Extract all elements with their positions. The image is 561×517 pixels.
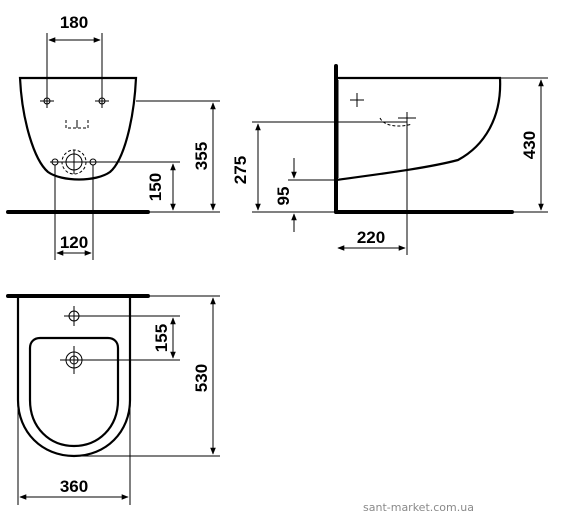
front-view: 180 355 150 120	[6, 13, 220, 260]
dim-360-label: 360	[60, 477, 88, 496]
side-bowl-outline	[335, 76, 502, 182]
front-bolt-right	[95, 94, 109, 108]
side-bolt	[350, 93, 364, 107]
top-drain	[60, 346, 88, 374]
top-tap-hole	[64, 306, 84, 326]
top-view: 155 530 360	[6, 294, 220, 505]
dim-155-label: 155	[152, 324, 171, 352]
dim-355-label: 355	[192, 142, 211, 170]
watermark-text: sant-market.com.ua	[363, 501, 474, 514]
dim-530-label: 530	[192, 364, 211, 392]
top-basin-outline	[28, 336, 120, 448]
dim-275-label: 275	[231, 156, 250, 184]
dim-95-label: 95	[274, 187, 293, 206]
front-bolt-left	[40, 94, 54, 108]
dim-180-label: 180	[60, 13, 88, 32]
dim-120-label: 120	[60, 233, 88, 252]
side-inlet-dashed	[379, 117, 413, 127]
dim-150-label: 150	[146, 173, 165, 201]
front-waste-outlet	[50, 149, 98, 175]
side-view: 430 275 95 220	[231, 64, 548, 255]
dim-220-label: 220	[357, 228, 385, 247]
dim-430-label: 430	[520, 131, 539, 159]
front-bowl-outline	[18, 76, 138, 181]
